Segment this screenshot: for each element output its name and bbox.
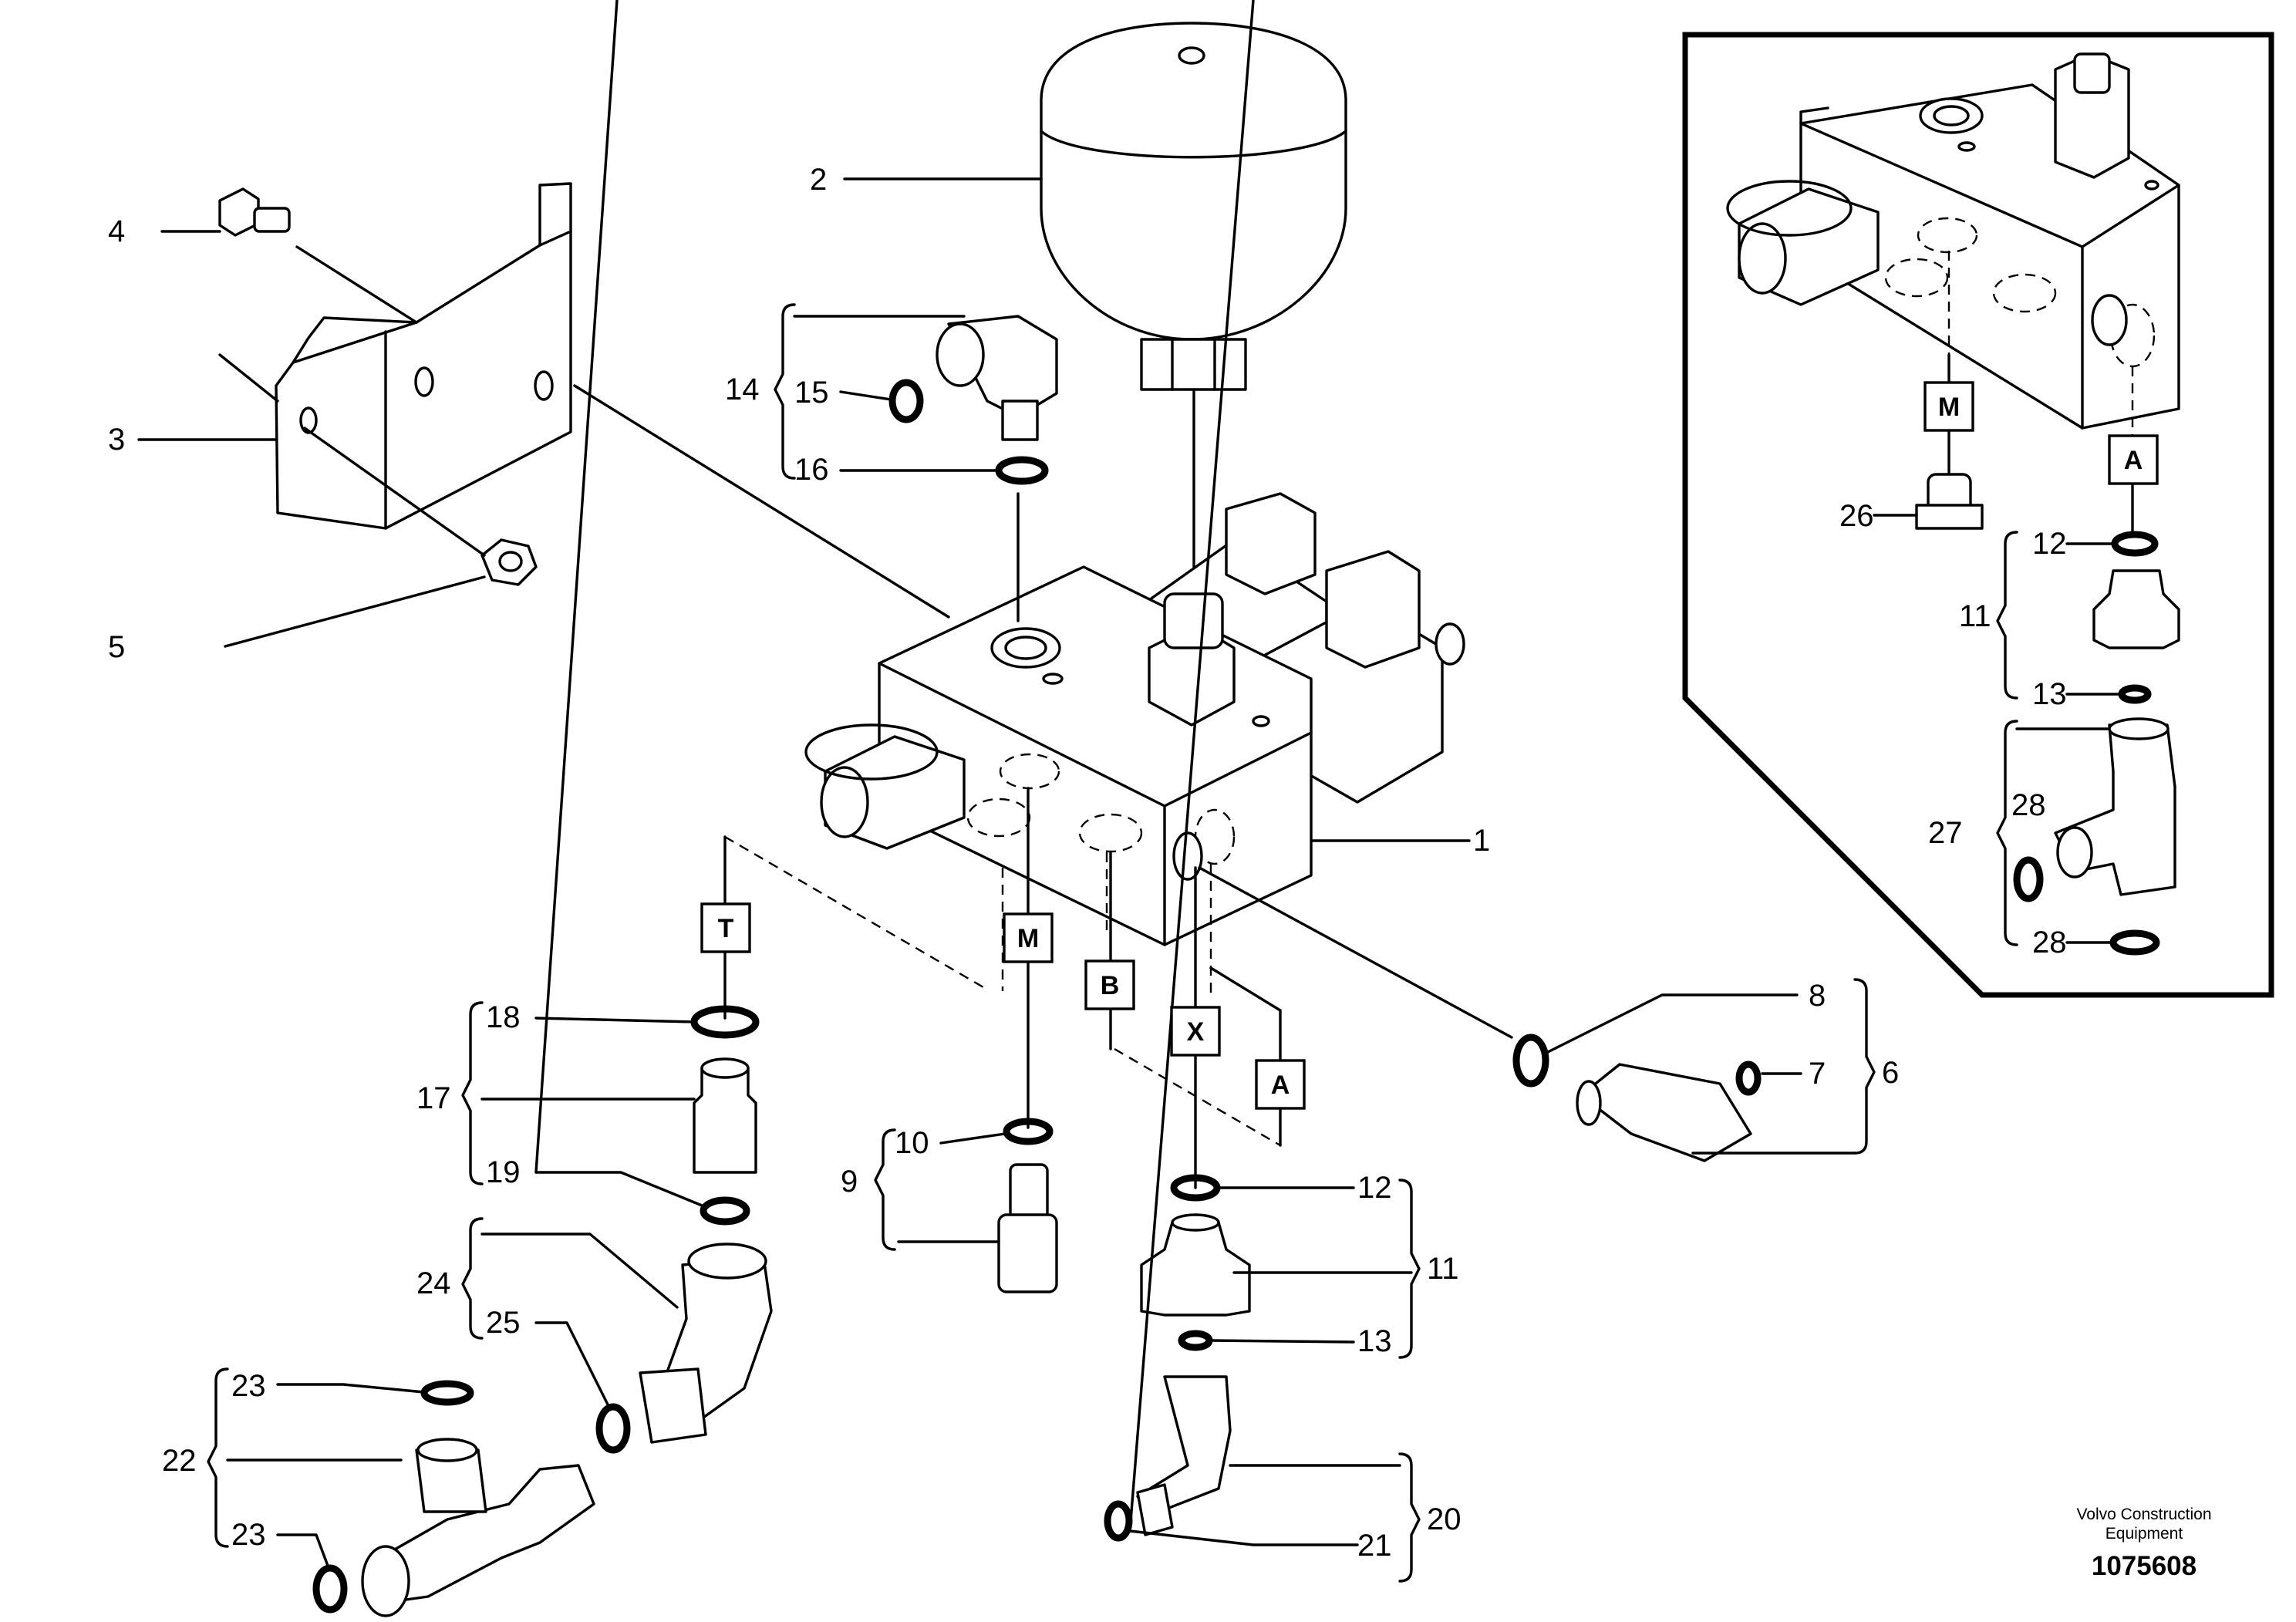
part-number: 1075608 [2092,1551,2197,1581]
svg-text:A: A [2124,446,2143,475]
callout-23-top: 23 [231,1369,266,1403]
o-ring-icon [2109,929,2160,956]
inset-callout-28-b: 28 [2032,926,2067,959]
callout-7: 7 [1809,1057,1826,1091]
o-ring-icon [1003,1118,1054,1145]
callout-13: 13 [1357,1324,1392,1358]
nipple-fitting-icon [1140,1213,1251,1317]
callout-22: 22 [162,1444,197,1478]
o-ring-icon [1104,1500,1133,1542]
mounting-bracket-icon [275,182,572,530]
test-point-icon [997,1163,1058,1293]
elbow-fitting-icon [1576,1063,1752,1162]
o-ring-icon [995,456,1049,485]
inset-port-label-A: A [2108,434,2159,485]
accumulator-icon [1040,22,1347,391]
nipple-fitting-icon [693,1057,757,1174]
o-ring-icon [1178,1330,1213,1351]
callout-18: 18 [486,1000,521,1034]
company-name-line1: Volvo Construction [2076,1506,2211,1523]
callout-4: 4 [108,214,125,248]
callout-3: 3 [108,423,125,457]
o-ring-icon [2013,856,2044,902]
svg-text:M: M [1017,924,1039,953]
o-ring-icon [888,379,924,423]
callout-11: 11 [1427,1252,1459,1286]
port-label-X: X [1170,1006,1221,1057]
port-label-A: A [1255,1059,1306,1110]
hydraulic-valve-block-icon [804,492,1465,946]
o-ring-icon [595,1403,631,1454]
o-ring-icon [420,1380,474,1406]
inset-callout-12: 12 [2032,527,2067,561]
inset-callout-13: 13 [2032,677,2067,711]
callout-25: 25 [486,1306,521,1340]
inset-callout-26: 26 [1839,499,1874,533]
callout-2: 2 [810,163,827,197]
o-ring-icon [2111,531,2159,557]
port-label-M: M [1003,912,1054,963]
inset-callout-27: 27 [1928,816,1963,850]
o-ring-icon [1735,1061,1762,1096]
o-ring-icon [700,1196,750,1226]
o-ring-icon [2118,684,2152,704]
callout-5: 5 [108,630,125,664]
callout-16: 16 [794,453,829,487]
inset-detail-panel: M A 26 12 [1682,32,2274,998]
o-ring-icon [1170,1174,1221,1202]
plug-icon [1915,473,1984,530]
callout-6: 6 [1882,1056,1899,1090]
tee-fitting-icon [361,1438,595,1617]
port-label-T: T [700,902,751,953]
port-label-B: B [1084,959,1135,1010]
company-name-line2: Equipment [2106,1525,2183,1543]
callout-9: 9 [841,1165,858,1199]
inset-callout-11: 11 [1959,599,1991,633]
o-ring-icon [312,1564,348,1614]
inset-port-label-M: M [1923,381,1974,432]
callout-15: 15 [794,376,829,410]
o-ring-icon [1512,1034,1549,1088]
callout-14: 14 [725,373,760,406]
inset-callout-28-a: 28 [2011,788,2046,822]
elbow-fitting-icon [1136,1375,1232,1536]
elbow-fitting-icon [639,1243,773,1444]
svg-text:A: A [1271,1071,1290,1100]
callout-8: 8 [1809,979,1826,1013]
callout-20: 20 [1427,1502,1462,1536]
callout-10: 10 [895,1126,929,1160]
nipple-fitting-icon [2092,569,2180,649]
tee-fitting-icon [2054,717,2176,896]
bolt-icon [218,187,291,237]
svg-text:X: X [1187,1017,1205,1047]
callout-17: 17 [416,1081,451,1115]
svg-text:B: B [1101,971,1120,1000]
svg-text:M: M [1938,393,1960,422]
elbow-fitting-icon [936,315,1058,441]
callout-23-bottom: 23 [231,1518,266,1552]
callout-19: 19 [486,1155,521,1189]
callout-24: 24 [416,1266,451,1300]
callout-12: 12 [1357,1171,1392,1205]
callout-21: 21 [1357,1529,1392,1563]
svg-text:T: T [718,914,734,943]
nut-icon [480,538,538,586]
callout-1: 1 [1473,824,1490,858]
